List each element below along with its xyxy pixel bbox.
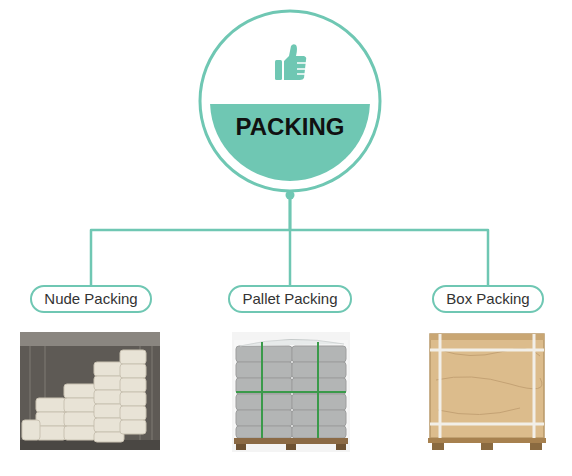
thumbs-up-finger-lines: [297, 63, 306, 74]
circle-fill: [210, 104, 370, 181]
tree-connector: [91, 194, 290, 285]
pallet-packing-photo: [232, 332, 350, 452]
box-packing-photo: [428, 334, 546, 450]
title-text: PACKING: [236, 112, 345, 142]
nude-packing-photo: [20, 332, 160, 450]
category-pill: Box Packing: [432, 285, 544, 313]
category-pill: Pallet Packing: [228, 285, 352, 313]
category-label: Nude Packing: [44, 290, 137, 308]
title-circle: PACKING: [197, 8, 383, 194]
category-pill: Nude Packing: [30, 285, 152, 313]
circle-border: [200, 11, 380, 191]
thumbs-up-icon: [275, 44, 306, 80]
category-label: Box Packing: [446, 290, 529, 308]
tree-connector: [290, 194, 488, 285]
category-label: Pallet Packing: [242, 290, 337, 308]
circle-outline: [197, 8, 383, 194]
